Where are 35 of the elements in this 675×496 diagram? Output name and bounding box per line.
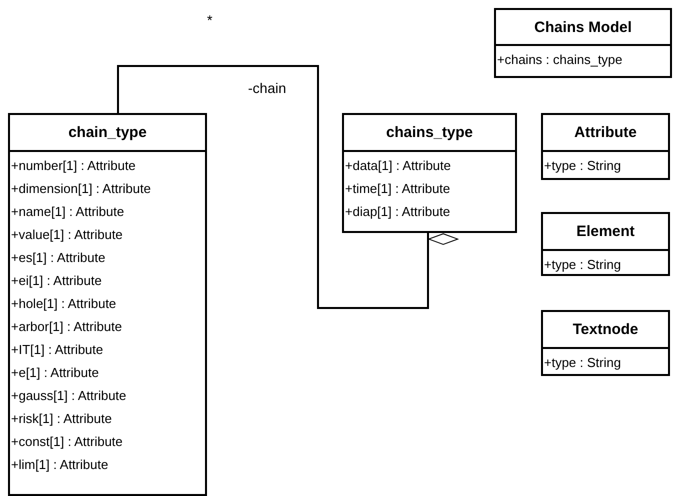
class-attribute: +data[1] : Attribute xyxy=(344,157,452,175)
class-attribute: +es[1] : Attribute xyxy=(10,249,106,267)
class-name: Chains Model xyxy=(534,18,632,36)
class-attribute: +time[1] : Attribute xyxy=(344,180,452,198)
class-name: Attribute xyxy=(574,124,637,141)
class-box xyxy=(8,113,207,496)
aggregation-line xyxy=(117,65,458,309)
class-attribute: +diap[1] : Attribute xyxy=(344,203,452,221)
class-attribute: +number[1] : Attribute xyxy=(10,157,137,175)
class-attribute: +value[1] : Attribute xyxy=(10,226,124,244)
class-attribute: +e[1] : Attribute xyxy=(10,364,100,382)
class-attribute: +ei[1] : Attribute xyxy=(10,272,103,290)
edge-label: -chain xyxy=(248,80,286,96)
class-attribute: +type : String xyxy=(543,157,622,175)
class-box xyxy=(494,8,672,78)
class-box xyxy=(342,113,517,233)
class-attribute: +type : String xyxy=(543,256,622,274)
class-attribute: +lim[1] : Attribute xyxy=(10,456,110,474)
class-box xyxy=(541,113,670,180)
class-attribute: +IT[1] : Attribute xyxy=(10,341,104,359)
class-name: Element xyxy=(576,223,635,240)
class-attribute: +arbor[1] : Attribute xyxy=(10,318,123,336)
class-attribute: +name[1] : Attribute xyxy=(10,203,126,221)
class-attribute: +hole[1] : Attribute xyxy=(10,295,118,313)
class-box xyxy=(541,310,670,376)
class-name: chains_type xyxy=(386,124,473,141)
class-attribute: +type : String xyxy=(543,354,622,372)
class-attribute: +gauss[1] : Attribute xyxy=(10,387,128,405)
class-attribute: +risk[1] : Attribute xyxy=(10,410,113,428)
class-name: chain_type xyxy=(68,124,147,141)
class-attribute: +dimension[1] : Attribute xyxy=(10,180,152,198)
class-name: Textnode xyxy=(572,321,638,338)
class-box xyxy=(541,212,670,276)
class-attribute: +chains : chains_type xyxy=(496,51,624,69)
class-attribute: +const[1] : Attribute xyxy=(10,433,124,451)
